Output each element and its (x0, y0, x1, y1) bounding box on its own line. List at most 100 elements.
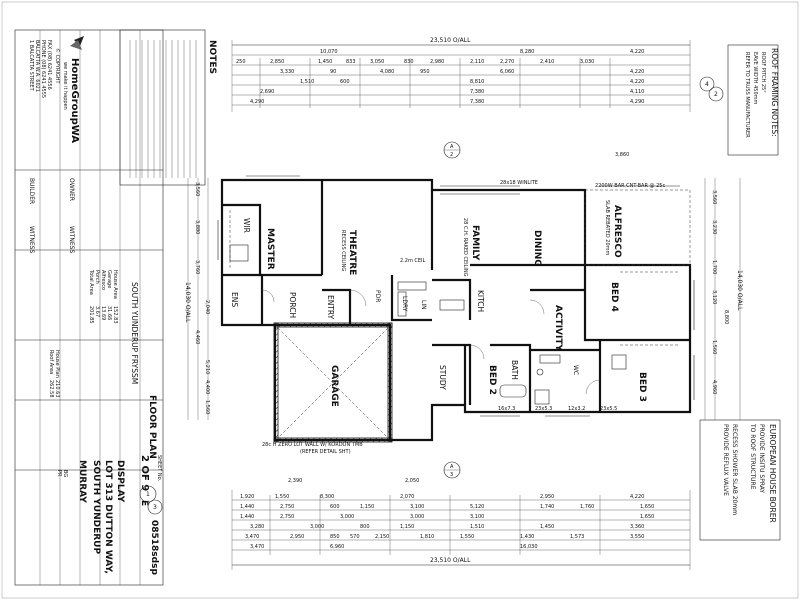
dim-text: 4,220 (630, 69, 644, 75)
section-markers: A 2 A 3 1 3 4 2 (139, 76, 724, 515)
dim-text: 830 (404, 59, 414, 65)
dim-text: 90 (330, 69, 336, 75)
room-label-bed2: BED 2 (487, 365, 497, 395)
borer-note-line: PROVIDE REFLUX VALVE (722, 424, 729, 496)
area-label: Porch (94, 270, 100, 284)
roof-area-value: 262.58 (48, 380, 54, 398)
room-label-activity: ACTIVITY (553, 305, 563, 352)
dim-text: 1,760 (580, 504, 594, 510)
witness-label: WITNESS (28, 226, 35, 253)
dim-text: 2,270 (500, 59, 514, 65)
dim-text: 5,210 (204, 360, 210, 374)
dim-text: 2,980 (430, 59, 444, 65)
area-value: 3.67 (94, 306, 100, 317)
dim-text: 3,560 (711, 190, 717, 204)
roof-notes-heading: ROOF FRAMING NOTES: (770, 48, 779, 137)
room-label-master: MASTER (265, 228, 275, 270)
room-label-bed3: BED 3 (637, 372, 647, 402)
checked-by: PR (56, 470, 62, 477)
zero-lot-note: 28c H ZERO LOT WALL W/ KORDON TMB (262, 442, 363, 448)
room-label-wc: WC (572, 365, 579, 375)
address-line: FAX (08) 6241 4556 (46, 40, 52, 90)
dim-text: 1,510 (470, 524, 484, 530)
dim-text: 6,060 (500, 69, 514, 75)
room-label-entry: ENTRY (326, 295, 335, 320)
sheet-number: 2 OF 9 (139, 455, 150, 491)
room-label-study: STUDY (438, 365, 447, 390)
dim-text: 1,510 (300, 79, 314, 85)
area-label: Garage (106, 270, 112, 288)
roof-area-label: Roof Area (48, 350, 54, 374)
dim-text: 8,810 (470, 79, 484, 85)
dim-text: 4,960 (711, 380, 717, 394)
room-label-bed4: BED 4 (609, 282, 619, 312)
dim-note: 2,050 (405, 478, 419, 484)
room-label-lin: LIN (420, 300, 427, 310)
dim-text: 1,550 (460, 534, 474, 540)
room-label-bath: BATH (510, 360, 519, 380)
witness-label: WITNESS (68, 226, 75, 253)
sheet-label: SHEET No. (156, 455, 162, 482)
elevation-marker-label: 1 (146, 491, 150, 498)
floor-plan (217, 175, 695, 443)
dim-text: 1,740 (540, 504, 554, 510)
room-label-ldry: LDRY (401, 296, 408, 312)
roof-note-line: EAVE WIDTH 450mm (752, 52, 758, 105)
company-logo (70, 36, 84, 50)
dim-text: 1,573 (570, 534, 584, 540)
title-block: NOTES HomeGroupWA we make it happen © CO… (14, 29, 217, 586)
borer-note-line: RECESS SHOWER SLAB 20mm (731, 424, 738, 515)
dim-text: 600 (330, 504, 340, 510)
shire-label: MURRAY (77, 460, 87, 503)
right-dimensions: 14,030 O/ALL 3,560 3,230 1,700 3,120 8,8… (704, 178, 743, 420)
dim-note: 23x5.5 (600, 406, 617, 412)
dim-text: 3,880 (194, 220, 200, 234)
dim-text: 833 (346, 59, 356, 65)
area-label: Total Area (88, 269, 94, 295)
company-tagline: we make it happen (62, 62, 68, 110)
dim-text: 7,380 (470, 99, 484, 105)
dim-text: 4,460 (194, 330, 200, 344)
copyright: © COPYRIGHT (54, 48, 61, 85)
dim-text: 600 (340, 79, 350, 85)
dim-text: 2,850 (270, 59, 284, 65)
dim-text: 4,290 (250, 99, 264, 105)
area-label: House Area (112, 270, 118, 299)
dim-note: 16x7.3 (498, 406, 515, 412)
elevation-marker-label: 3 (153, 504, 157, 511)
room-label-theatre: THEATRE (347, 230, 357, 275)
room-label-porch: PORCH (288, 292, 297, 318)
owner-label: OWNER (68, 178, 75, 201)
dim-text: 3,230 (711, 220, 717, 234)
area-value: 13.69 (100, 306, 106, 320)
dim-text: 850 (330, 534, 340, 540)
job-number: 08518sdsp (149, 520, 159, 575)
builder-label: BUILDER (28, 178, 35, 204)
dim-text: 3,360 (630, 524, 644, 530)
dim-text: 1,430 (520, 534, 534, 540)
dim-text: 800 (360, 524, 370, 530)
room-label-alfresco: ALFRESCO (612, 205, 622, 258)
left-dimensions: 14,030 O/ALL 3,560 3,880 3,760 4,460 2,0… (184, 178, 210, 420)
dim-note: 12x3.2 (568, 406, 585, 412)
room-label-family: FAMILY (470, 225, 480, 261)
dim-text: 250 (236, 59, 246, 65)
dim-text: 3,050 (370, 59, 384, 65)
dim-text: 8,800 (723, 310, 729, 324)
dim-text: 3,000 (340, 514, 354, 520)
suburb-label: SOUTH YUNDERUP (91, 460, 101, 554)
dim-text: 4,400 (204, 380, 210, 394)
dim-text: 570 (350, 534, 360, 540)
area-value: 31.66 (106, 306, 112, 320)
overall-width: 23,510 O/ALL (430, 37, 471, 44)
elevation-marker-label: 2 (714, 91, 718, 98)
dim-text: 1,810 (420, 534, 434, 540)
section-marker-label: 2 (450, 152, 453, 158)
window-note: 28x18 WINLITE (500, 180, 538, 186)
dim-text: 2,690 (260, 89, 274, 95)
dim-text: 4,080 (380, 69, 394, 75)
alfresco-note: SLAB REBATED 20mm (604, 200, 610, 255)
drawn-by: BG (62, 470, 68, 477)
dim-text: 4,220 (630, 49, 644, 55)
